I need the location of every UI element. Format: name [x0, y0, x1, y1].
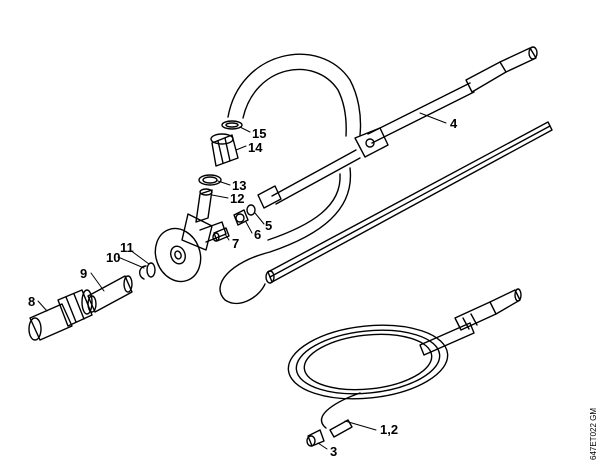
label-part-5: 5 [265, 218, 272, 233]
lance-tip-end [528, 46, 538, 60]
part-6-fitting [233, 209, 249, 226]
label-part-1-2: 1,2 [380, 422, 398, 437]
lance-hook-outer [227, 53, 362, 136]
part-1-2-hose [287, 288, 522, 438]
label-part-14: 14 [248, 140, 263, 155]
label-part-6: 6 [254, 227, 261, 242]
label-part-15: 15 [252, 126, 266, 141]
part-7-pin [212, 227, 230, 242]
shield-disc [154, 227, 202, 283]
lance-mid-tube-b [275, 157, 361, 205]
label-part-9: 9 [80, 266, 87, 281]
label-part-8: 8 [28, 294, 35, 309]
lance-upper-tube-a [367, 82, 471, 135]
nozzle-body [154, 213, 227, 283]
part-8-adapter [28, 289, 93, 341]
lance-tip [499, 47, 537, 73]
part-10-ring [139, 265, 147, 280]
lance-loop-inner [267, 173, 341, 241]
part-3-cap [306, 429, 325, 447]
part-14-nozzle-cap [210, 133, 239, 167]
lance-loop [219, 167, 352, 305]
label-part-13: 13 [232, 178, 246, 193]
lance-clamp-hole [365, 138, 375, 148]
drawing-code: 647ET022 GM [589, 408, 598, 460]
lance-connector [257, 185, 282, 209]
leader-lines [37, 112, 447, 450]
lance-upper-tube-b [371, 91, 475, 144]
shield-disc-hub [170, 245, 186, 265]
lance-clamp [354, 127, 389, 158]
label-part-10: 10 [106, 250, 120, 265]
lance-hook-inner [242, 68, 347, 137]
part-5-washer [246, 204, 256, 216]
label-part-12: 12 [230, 191, 244, 206]
label-part-4: 4 [450, 116, 458, 131]
label-part-11: 11 [120, 240, 134, 255]
lance-lower-tube-end [265, 270, 275, 284]
lance-lower-tube [267, 121, 553, 283]
lance-mid-tube-a [271, 149, 357, 197]
part-9-sleeve [87, 275, 133, 313]
part-12-stem [195, 188, 213, 223]
lance-nozzle-fitting [465, 61, 507, 93]
part-13-o-ring [198, 174, 222, 186]
part-11-circlip [146, 262, 156, 278]
part-4-lance [219, 46, 553, 305]
part-15-o-ring [221, 120, 243, 130]
label-part-7: 7 [232, 236, 239, 251]
label-part-3: 3 [330, 444, 337, 459]
lance-lower-tube-mid [269, 125, 551, 278]
part-labels: 4 15 14 13 12 5 6 7 11 10 9 8 1,2 3 647E… [28, 116, 598, 460]
